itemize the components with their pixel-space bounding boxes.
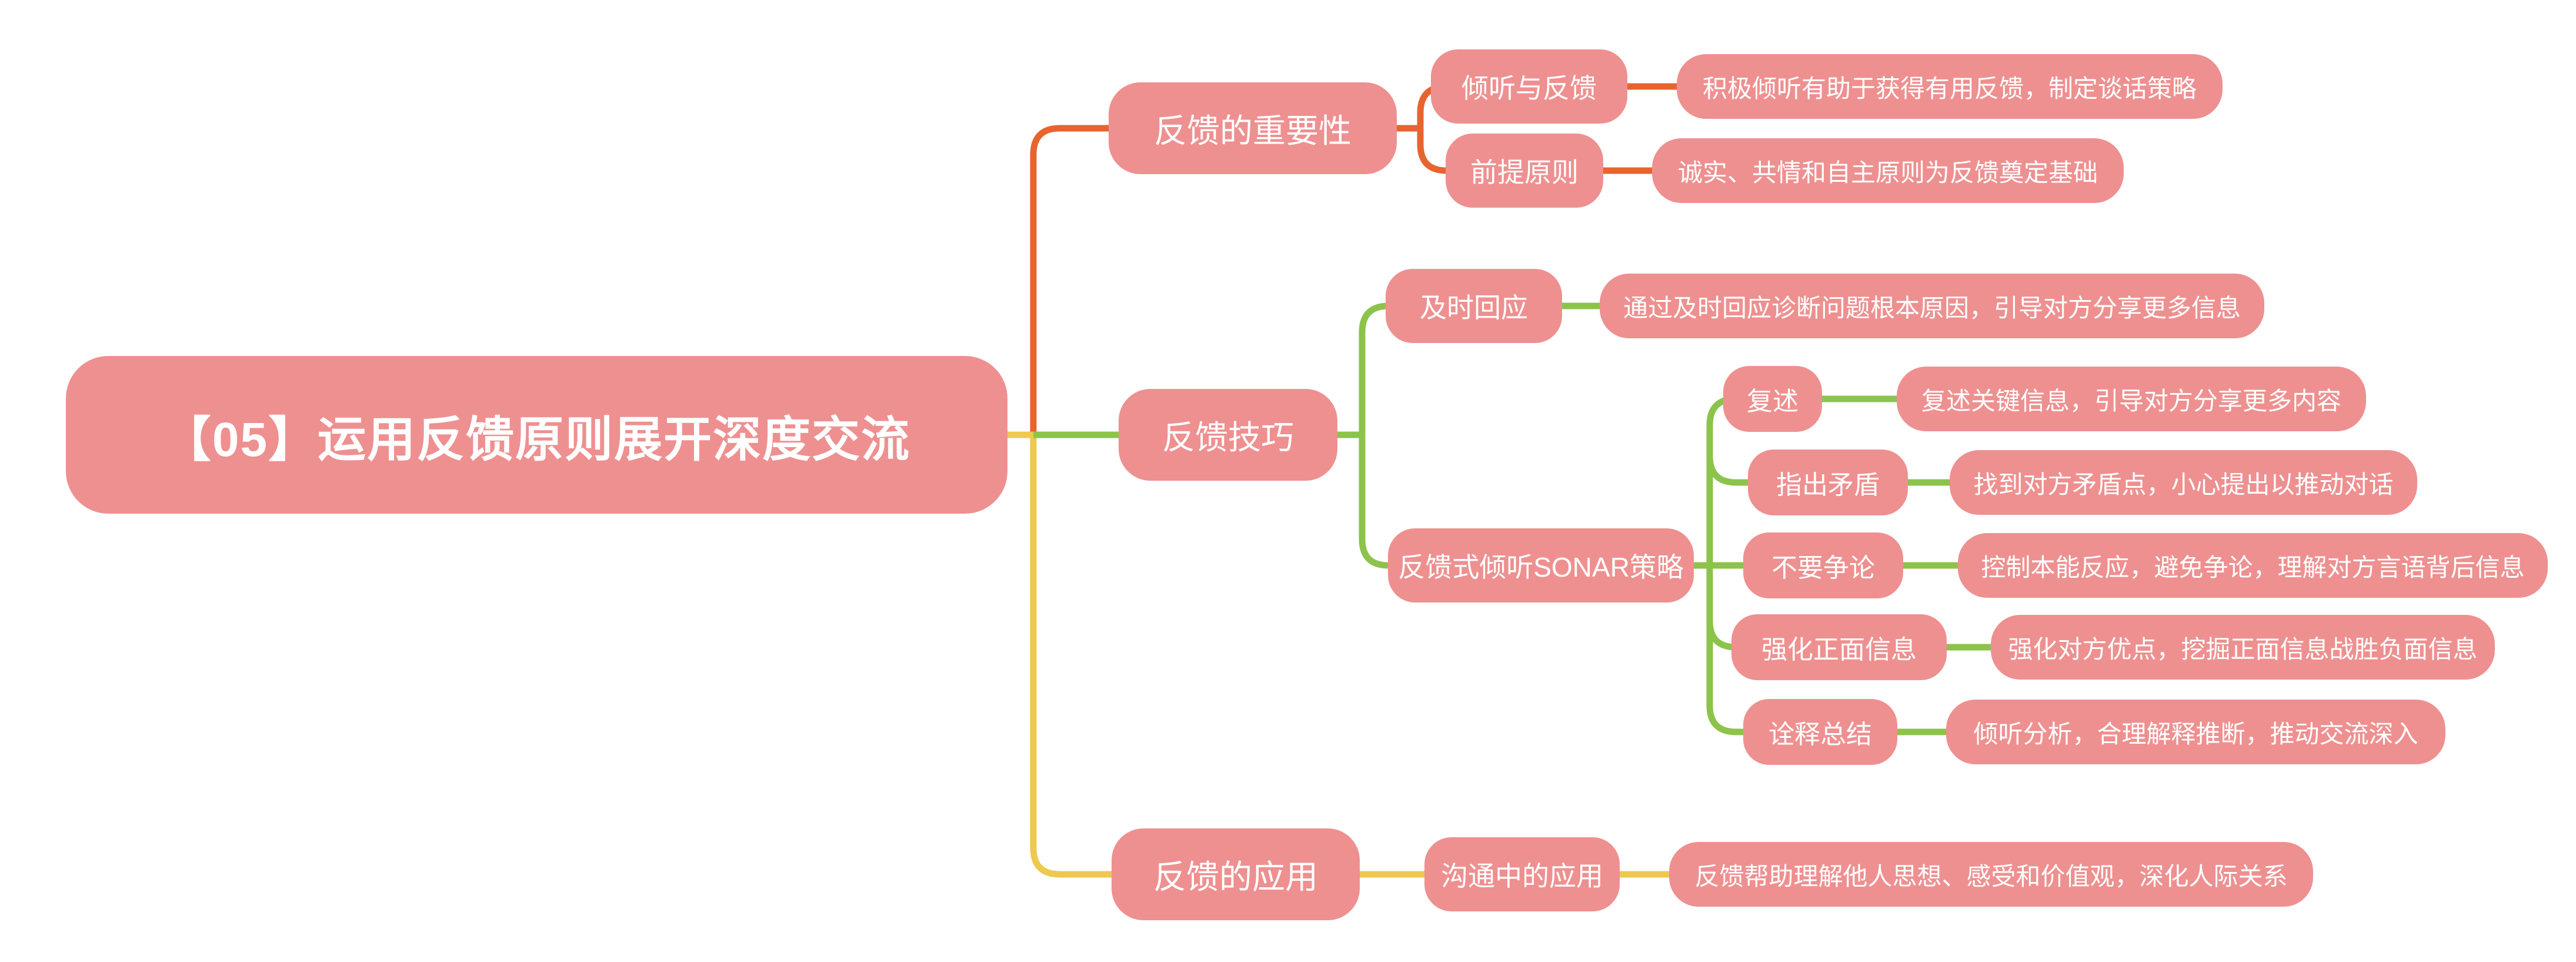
child-node-listening-feedback[interactable]: 倾听与反馈	[1431, 49, 1627, 124]
leaf-note-listening-feedback[interactable]: 积极倾听有助于获得有用反馈，制定谈话策略	[1677, 54, 2223, 119]
leaf-note-reinforce-positive[interactable]: 强化对方优点，挖掘正面信息战胜负面信息	[1991, 615, 2495, 680]
connector-branch3-trunk	[1007, 431, 1112, 878]
leaf-note-dont-argue[interactable]: 控制本能反应，避免争论，理解对方言语背后信息	[1958, 533, 2548, 598]
sub-node-restate[interactable]: 复述	[1723, 366, 1822, 432]
branch-node-application[interactable]: 反馈的应用	[1112, 828, 1360, 920]
leaf-note-timely-response[interactable]: 通过及时回应诊断问题根本原因，引导对方分享更多信息	[1600, 274, 2264, 338]
connector-sonar-leaves	[1822, 395, 1991, 735]
connector-sonar-children	[1694, 395, 1759, 735]
child-node-timely-response[interactable]: 及时回应	[1386, 269, 1562, 343]
child-node-premise-principles[interactable]: 前提原则	[1446, 134, 1603, 208]
leaf-note-premise-principles[interactable]: 诚实、共情和自主原则为反馈奠定基础	[1652, 138, 2124, 203]
sub-node-reinforce-positive[interactable]: 强化正面信息	[1731, 614, 1947, 680]
branch-node-importance[interactable]: 反馈的重要性	[1109, 82, 1397, 174]
sub-node-dont-argue[interactable]: 不要争论	[1743, 532, 1903, 598]
sub-node-interpret-summarize[interactable]: 诠释总结	[1743, 699, 1897, 765]
leaf-note-interpret-summarize[interactable]: 倾听分析，合理解释推断，推动交流深入	[1946, 700, 2445, 764]
connector-branch2-children	[1337, 302, 1417, 569]
child-node-application-in-communication[interactable]: 沟通中的应用	[1424, 837, 1620, 911]
root-node[interactable]: 【05】运用反馈原则展开深度交流	[66, 356, 1007, 514]
child-node-sonar-strategy[interactable]: 反馈式倾听SONAR策略	[1388, 528, 1694, 603]
branch-node-techniques[interactable]: 反馈技巧	[1119, 389, 1337, 481]
sub-node-point-out-contradiction[interactable]: 指出矛盾	[1748, 450, 1908, 515]
connector-branch1-leaves	[1603, 83, 1677, 174]
leaf-note-application-in-communication[interactable]: 反馈帮助理解他人思想、感受和价值观，深化人际关系	[1669, 842, 2313, 907]
leaf-note-point-out-contradiction[interactable]: 找到对方矛盾点，小心提出以推动对话	[1950, 450, 2417, 515]
connector-branch1-trunk	[1030, 125, 1109, 435]
leaf-note-restate[interactable]: 复述关键信息，引导对方分享更多内容	[1897, 367, 2366, 431]
